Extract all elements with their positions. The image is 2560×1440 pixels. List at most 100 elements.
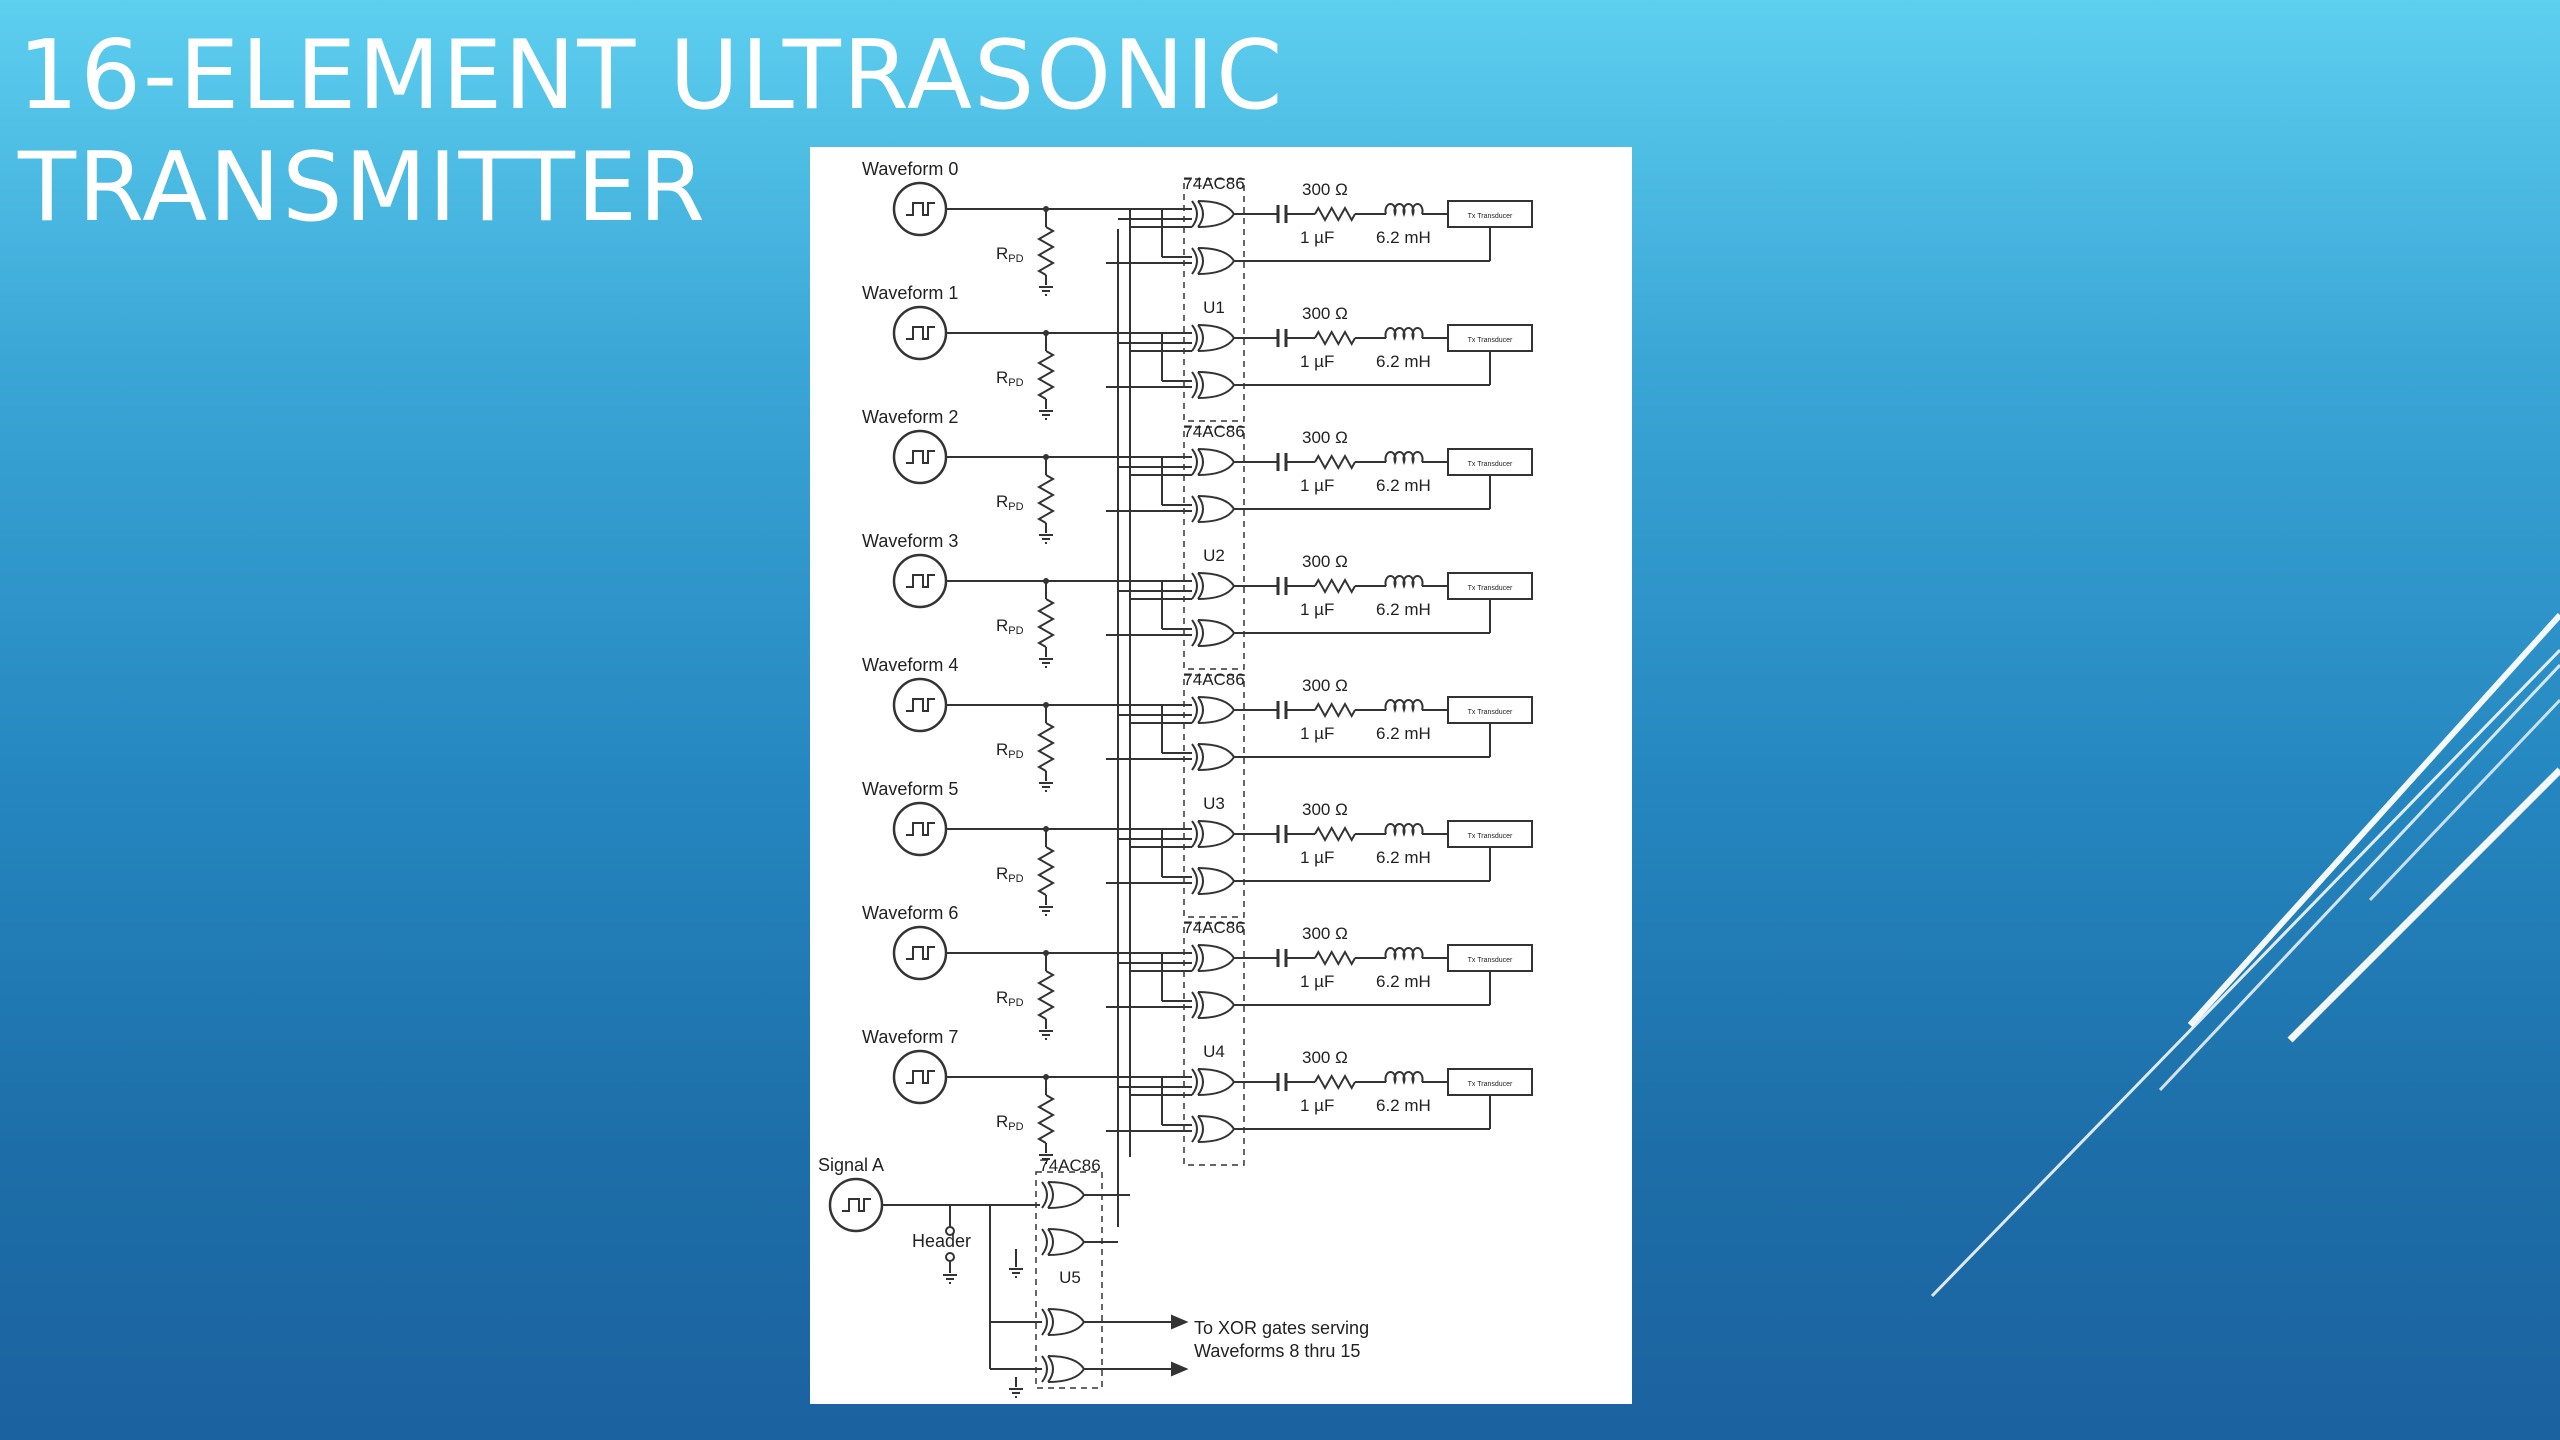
xor-back-arc [1197, 1115, 1204, 1143]
series-resistor [1314, 949, 1356, 967]
chip-outline [1183, 922, 1245, 1166]
RPD: RPD [996, 368, 1024, 389]
xor-input-arc [1041, 1181, 1048, 1209]
transducer-box [1447, 448, 1533, 476]
xor-input-arc [1191, 247, 1198, 275]
xor-input-arc [1191, 371, 1198, 399]
transducer-label: Tx Transducer [1468, 585, 1513, 592]
ground-symbol [1009, 1388, 1023, 1398]
xor-back-arc [1197, 696, 1204, 724]
deco-line [1930, 648, 2560, 1298]
xor-back-arc [1047, 1228, 1054, 1256]
xor-back-arc [1197, 867, 1204, 895]
circuit-schematic: Waveform 0 RPD 74AC86 Tx Transducer 1 µF 300 … [818, 159, 1533, 1398]
RPD: RPD [996, 988, 1024, 1009]
inductor [1384, 699, 1424, 714]
series-resistor [1314, 825, 1356, 843]
transducer-box [1447, 572, 1533, 600]
waveform-label: Waveform 6 [862, 903, 958, 923]
xor-back-arc [1197, 743, 1204, 771]
RPD: RPD [996, 492, 1024, 513]
xor-back-arc [1197, 448, 1204, 476]
xor-back-arc [1197, 944, 1204, 972]
note-line-2: Waveforms 8 thru 15 [1194, 1341, 1360, 1361]
ground-symbol [1039, 906, 1053, 916]
waveform-label: Waveform 2 [862, 407, 958, 427]
deco-line [2287, 767, 2560, 1043]
chip-label: 74AC86 [1183, 918, 1244, 937]
transducer-label: Tx Transducer [1468, 213, 1513, 220]
xor-input-arc [1191, 1068, 1198, 1096]
resistor-value: 300 Ω [1302, 1048, 1348, 1067]
waveform-label: Waveform 1 [862, 283, 958, 303]
xor-back-arc [1197, 1068, 1204, 1096]
square-wave-glyph [906, 450, 935, 464]
xor-input-arc [1191, 820, 1198, 848]
chip-label: U4 [1203, 1042, 1225, 1061]
xor-input-arc [1191, 200, 1198, 228]
header-label: Header [912, 1231, 971, 1251]
resistor-value: 300 Ω [1302, 552, 1348, 571]
pulldown-resistor [1036, 598, 1056, 648]
xor-back-arc [1197, 991, 1204, 1019]
inductor-value: 6.2 mH [1376, 848, 1431, 867]
chip-label: U1 [1203, 298, 1225, 317]
resistor-value: 300 Ω [1302, 180, 1348, 199]
chip-outline [1183, 178, 1245, 422]
inductor-value: 6.2 mH [1376, 228, 1431, 247]
xor-input-arc [1191, 696, 1198, 724]
capacitor-value: 1 µF [1300, 972, 1334, 991]
signal-label: Signal A [818, 1155, 884, 1175]
inductor [1384, 327, 1424, 342]
inductor-value: 6.2 mH [1376, 476, 1431, 495]
xor-input-arc [1191, 619, 1198, 647]
ground-symbol [1039, 534, 1053, 544]
deco-line [2187, 612, 2560, 1028]
pulldown-resistor [1036, 350, 1056, 400]
ground-symbol [943, 1274, 957, 1284]
xor-input-arc [1191, 1115, 1198, 1143]
transducer-box [1447, 696, 1533, 724]
capacitor-value: 1 µF [1300, 600, 1334, 619]
slide-title-line-1: 16-ELEMENT ULTRASONIC [18, 21, 1285, 131]
chip-label: 74AC86 [1183, 422, 1244, 441]
series-resistor [1314, 453, 1356, 471]
xor-back-arc [1047, 1355, 1054, 1383]
waveform-label: Waveform 0 [862, 159, 958, 179]
resistor-value: 300 Ω [1302, 800, 1348, 819]
pulldown-resistor [1036, 970, 1056, 1020]
transducer-label: Tx Transducer [1468, 709, 1513, 716]
square-wave-glyph [906, 698, 935, 712]
capacitor-value: 1 µF [1300, 848, 1334, 867]
pulldown-resistor [1036, 846, 1056, 896]
xor-input-arc [1041, 1228, 1048, 1256]
pulldown-resistor [1036, 722, 1056, 772]
RPD: RPD [996, 864, 1024, 885]
circuit-figure: Waveform 0 RPD 74AC86 Tx Transducer 1 µF 300 … [810, 147, 1632, 1404]
xor-back-arc [1197, 371, 1204, 399]
capacitor-value: 1 µF [1300, 1096, 1334, 1115]
xor-input-arc [1041, 1355, 1048, 1383]
xor-back-arc [1197, 820, 1204, 848]
transducer-box [1447, 1068, 1533, 1096]
chip-outline [1183, 426, 1245, 670]
xor-back-arc [1197, 572, 1204, 600]
ground-symbol [1039, 782, 1053, 792]
header-pin [945, 1226, 955, 1236]
inductor-value: 6.2 mH [1376, 972, 1431, 991]
deco-line [2368, 698, 2560, 902]
xor-back-arc [1197, 619, 1204, 647]
xor-input-arc [1041, 1308, 1048, 1336]
inductor-value: 6.2 mH [1376, 1096, 1431, 1115]
RPD: RPD [996, 244, 1024, 265]
inductor-value: 6.2 mH [1376, 724, 1431, 743]
slide-title: 16-ELEMENT ULTRASONIC TRANSMITTER [18, 20, 1284, 244]
capacitor-value: 1 µF [1300, 476, 1334, 495]
series-resistor [1314, 701, 1356, 719]
waveform-label: Waveform 4 [862, 655, 958, 675]
